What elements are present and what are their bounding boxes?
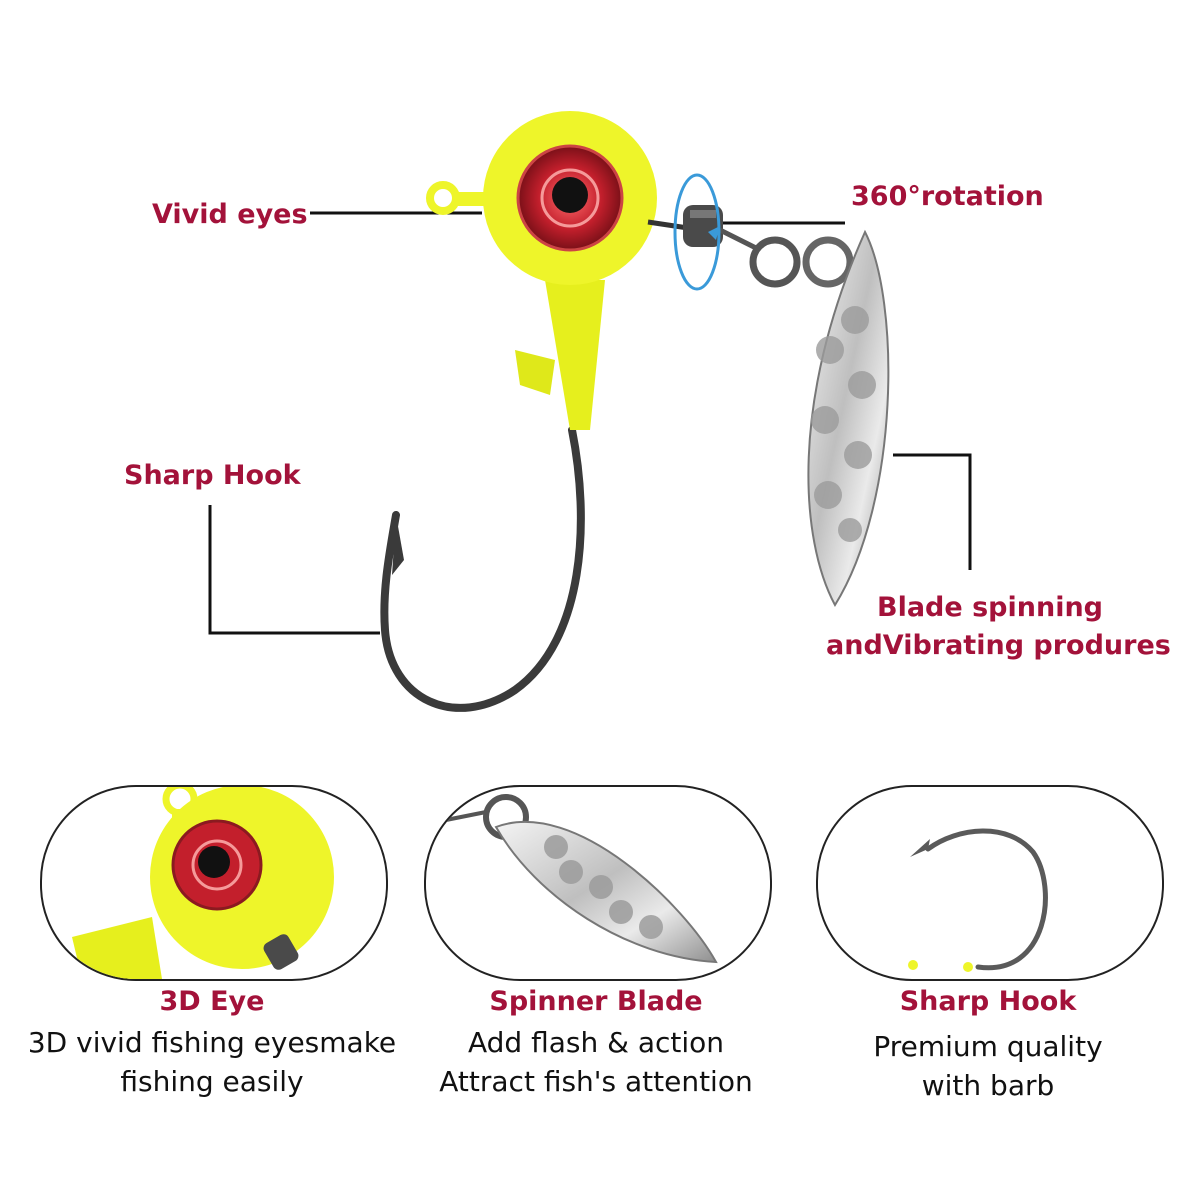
callout-blade-line1: Blade spinning bbox=[877, 592, 1103, 623]
swivel bbox=[683, 205, 854, 288]
callout-vivid-eyes: Vivid eyes bbox=[152, 199, 308, 230]
feature-image-3d-eye bbox=[40, 785, 388, 981]
callout-blade-line2: andVibrating produres bbox=[826, 630, 1171, 661]
feature-title-3d-eye: 3D Eye bbox=[159, 986, 265, 1017]
feature-title-sharp-hook: Sharp Hook bbox=[899, 986, 1077, 1017]
feature-image-sharp-hook bbox=[816, 785, 1164, 981]
feature-desc-3d-eye: 3D vivid fishing eyesmake fishing easily bbox=[20, 1024, 404, 1101]
feature-desc-line: fishing easily bbox=[120, 1064, 304, 1098]
feature-desc-line: 3D vivid fishing eyesmake bbox=[27, 1026, 397, 1059]
feature-title-spinner-blade: Spinner Blade bbox=[489, 986, 703, 1017]
jig-head bbox=[426, 111, 689, 430]
callout-lines bbox=[208, 211, 972, 635]
feature-desc-line: with barb bbox=[921, 1068, 1055, 1102]
feature-desc-sharp-hook: Premium quality with barb bbox=[796, 1028, 1180, 1105]
spinner-blade bbox=[807, 229, 890, 608]
feature-desc-line: Premium quality bbox=[873, 1030, 1103, 1063]
callout-sharp-hook: Sharp Hook bbox=[124, 460, 301, 491]
hook-shape bbox=[380, 426, 585, 712]
feature-desc-line: Attract fish's attention bbox=[439, 1064, 753, 1098]
feature-desc-spinner-blade: Add flash & action Attract fish's attent… bbox=[404, 1024, 788, 1101]
feature-desc-line: Add flash & action bbox=[467, 1026, 725, 1059]
rotation-arrow-icon bbox=[673, 173, 721, 291]
feature-image-spinner-blade bbox=[424, 785, 772, 981]
callout-rotation: 360°rotation bbox=[851, 181, 1044, 212]
jig-spinner-illustration bbox=[208, 111, 972, 712]
